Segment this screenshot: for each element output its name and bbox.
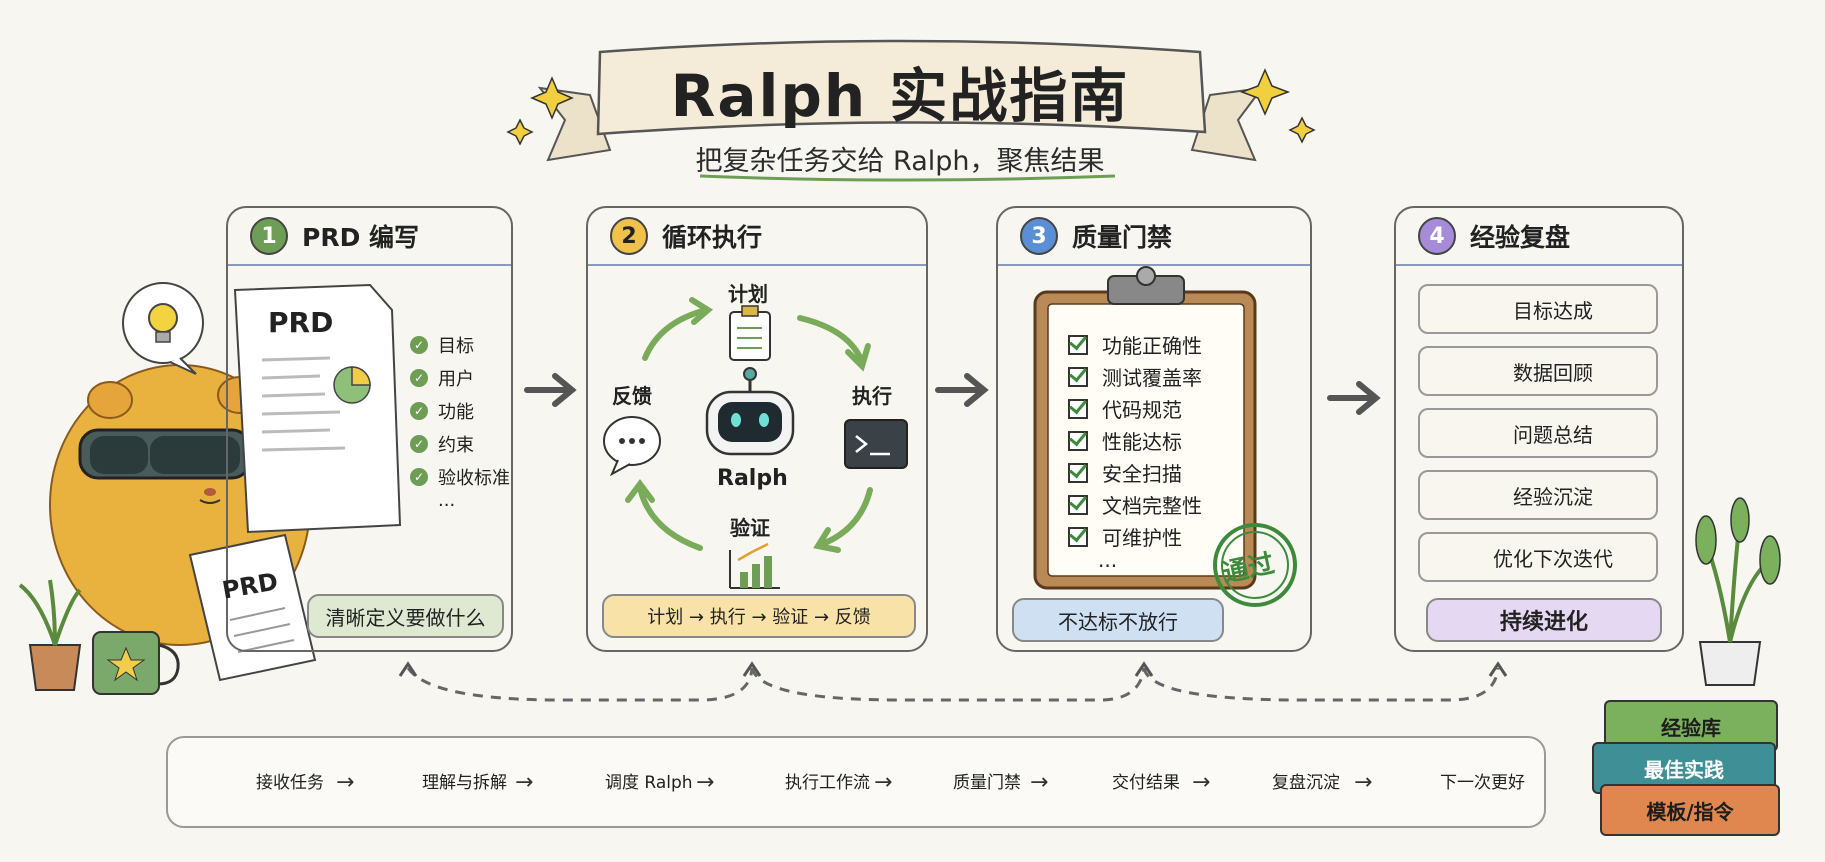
- review-item: 数据回顾: [1418, 346, 1658, 396]
- review-item: 问题总结: [1418, 408, 1658, 458]
- checklist-item: ...: [438, 490, 456, 511]
- quality-item: 性能达标: [1068, 426, 1182, 455]
- step-number: 3: [1020, 217, 1058, 255]
- arrow-right-icon: →: [336, 770, 355, 795]
- checklist-item: ✓功能: [410, 398, 474, 424]
- passed-stamp: [1213, 523, 1297, 607]
- prd-doc-label: PRD: [268, 306, 334, 339]
- idea-bubble: [122, 282, 204, 375]
- workflow-step: 质量门禁: [953, 773, 1021, 793]
- step-number: 1: [250, 217, 288, 255]
- card-review: 4 经验复盘: [1394, 206, 1684, 652]
- quality-clipboard: [1033, 266, 1257, 590]
- step-number: 2: [610, 217, 648, 255]
- workflow-step: 理解与拆解: [422, 773, 507, 793]
- checklist-item: ✓验收标准: [410, 464, 510, 490]
- card-footer: 清晰定义要做什么: [307, 594, 504, 638]
- quality-item: 文档完整性: [1068, 490, 1202, 519]
- prd-document: [233, 283, 402, 534]
- card-title: 循环执行: [662, 223, 763, 252]
- arrow-right-icon: →: [1192, 770, 1211, 795]
- checklist-item: ✓目标: [410, 332, 474, 358]
- book-templates: 模板/指令: [1600, 784, 1780, 836]
- quality-item: ...: [1098, 548, 1118, 572]
- step-number: 4: [1418, 217, 1456, 255]
- cycle-plan-label: 计划: [728, 282, 768, 306]
- workflow-step: 执行工作流: [785, 773, 870, 793]
- workflow-step: 下一次更好: [1440, 773, 1525, 793]
- arrow-right-icon: →: [515, 770, 534, 795]
- workflow-step: 调度 Ralph: [605, 773, 693, 793]
- card-title: 质量门禁: [1072, 223, 1173, 252]
- review-item: 经验沉淀: [1418, 470, 1658, 520]
- cycle-feedback-label: 反馈: [612, 384, 652, 408]
- checklist-item: ✓约束: [410, 431, 474, 457]
- workflow-step: 复盘沉淀: [1272, 773, 1340, 793]
- arrow-right-icon: →: [1354, 770, 1373, 795]
- quality-item: 可维护性: [1068, 522, 1182, 551]
- card-header: 4 经验复盘: [1396, 208, 1682, 266]
- sparkle-icon: [506, 68, 1316, 146]
- plan-clipboard-icon: [729, 305, 771, 361]
- card-prd: 1 PRD 编写: [226, 206, 513, 652]
- robot-icon: [705, 367, 795, 456]
- workflow-step: 接收任务: [256, 773, 324, 793]
- arrow-right-icon: →: [1030, 770, 1049, 795]
- review-item: 目标达成: [1418, 284, 1658, 334]
- card-footer: 持续进化: [1426, 598, 1662, 642]
- checklist-item: ✓用户: [410, 365, 474, 391]
- plant-left: [18, 579, 82, 691]
- cycle-verify-label: 验证: [730, 516, 770, 540]
- card-header: 3 质量门禁: [998, 208, 1310, 266]
- arrow-right-icon: →: [874, 770, 893, 795]
- terminal-icon: [844, 419, 908, 469]
- subtitle-underline: [699, 174, 1116, 182]
- quality-item: 测试覆盖率: [1068, 362, 1202, 391]
- page-title: Ralph 实战指南: [670, 62, 1130, 130]
- title-banner: [537, 39, 1265, 162]
- quality-item: 安全扫描: [1068, 458, 1182, 487]
- cycle-arrows: [625, 297, 873, 553]
- plant-right: [1695, 497, 1781, 686]
- verify-chart-icon: [729, 542, 780, 589]
- quality-item: 代码规范: [1068, 394, 1182, 423]
- card-quality-gate: 3 质量门禁: [996, 206, 1312, 652]
- card-footer: 计划 → 执行 → 验证 → 反馈: [602, 594, 916, 638]
- workflow-bar: [166, 736, 1546, 828]
- cycle-execute-label: 执行: [852, 384, 892, 408]
- card-title: PRD 编写: [302, 223, 420, 252]
- robot-name: Ralph: [717, 466, 788, 491]
- card-header: 2 循环执行: [588, 208, 926, 266]
- card-header: 1 PRD 编写: [228, 208, 511, 266]
- arrow-right-icon: →: [696, 770, 715, 795]
- review-item: 优化下次迭代: [1418, 532, 1658, 582]
- card-footer: 不达标不放行: [1012, 598, 1224, 642]
- page-subtitle: 把复杂任务交给 Ralph，聚焦结果: [695, 145, 1105, 177]
- flow-arrows: [524, 373, 1381, 415]
- card-title: 经验复盘: [1470, 223, 1571, 252]
- card-loop: 2 循环执行: [586, 206, 928, 652]
- chat-bubble-icon: [603, 416, 661, 477]
- coffee-mug: [92, 631, 180, 695]
- workflow-step: 交付结果: [1112, 773, 1180, 793]
- quality-item: 功能正确性: [1068, 330, 1202, 359]
